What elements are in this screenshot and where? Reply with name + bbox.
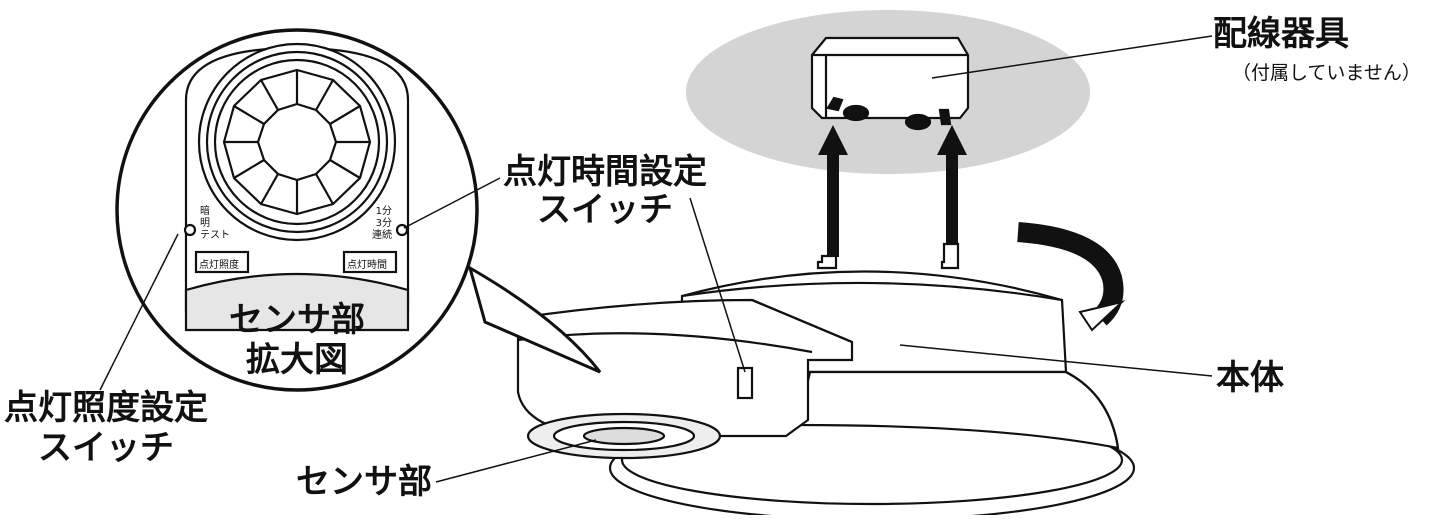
mount-arrow-right — [937, 125, 967, 257]
time-options: 1分 3分 連続 — [368, 206, 392, 242]
main-body — [516, 242, 1136, 519]
zoom-title-line1: センサ部 — [229, 300, 365, 340]
lux-option-dark: 暗 — [200, 206, 210, 217]
time-option-continuous: 連続 — [372, 230, 392, 241]
wiring-device — [810, 36, 970, 131]
sensor-part-label: センサ部 — [296, 462, 432, 502]
rotation-arrow — [1017, 222, 1126, 332]
zoom-title-line2: 拡大図 — [246, 340, 348, 380]
lux-option-test: テスト — [200, 230, 230, 241]
time-option-1min: 1分 — [375, 206, 392, 217]
lux-switch-label-line2: スイッチ — [38, 428, 174, 468]
zoom-inset — [115, 28, 602, 392]
wiring-device-note: （付属していません） — [1232, 62, 1421, 84]
leader-lines — [99, 35, 1213, 483]
time-panel-title: 点灯時間 — [347, 260, 387, 271]
lux-switch-label-line1: 点灯照度設定 — [4, 388, 208, 428]
mount-arrow-left — [818, 125, 848, 257]
lux-options: 暗 明 テスト — [200, 206, 230, 242]
time-switch-label-line1: 点灯時間設定 — [503, 152, 707, 192]
time-option-3min: 3分 — [375, 218, 392, 229]
lux-option-bright: 明 — [200, 218, 210, 229]
main-body-label: 本体 — [1216, 358, 1284, 398]
time-switch-label-line2: スイッチ — [537, 190, 673, 230]
wiring-device-label: 配線器具 — [1213, 14, 1349, 54]
lux-panel-title: 点灯照度 — [199, 260, 239, 271]
